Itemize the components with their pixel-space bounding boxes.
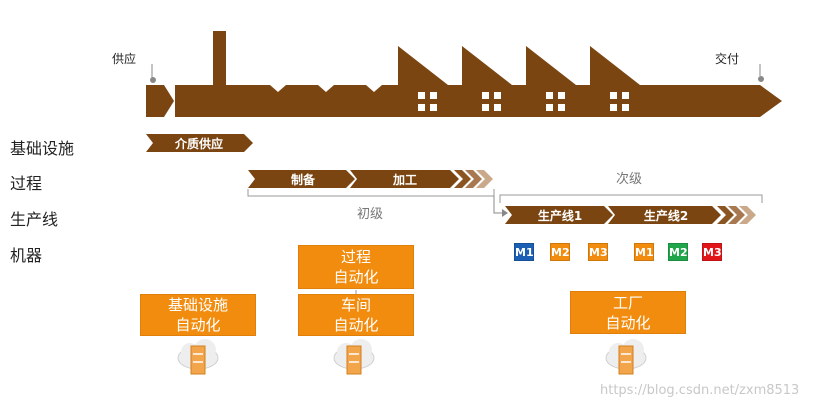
cloud-server-icon <box>177 339 219 375</box>
factory-silhouette <box>175 31 782 117</box>
material-supply-arrow <box>146 134 253 152</box>
row-label-process: 过程 <box>10 174 43 193</box>
supply-marker <box>150 64 156 83</box>
watermark: https://blog.csdn.net/zxm8513 <box>600 383 800 398</box>
process-continuation-chevrons <box>454 170 493 188</box>
machine-chip-label: M2 <box>669 246 688 259</box>
line-2-arrow <box>608 206 721 224</box>
box-line: 自动化 <box>333 316 379 334</box>
box-line: 自动化 <box>333 268 379 286</box>
delivery-marker <box>758 64 764 82</box>
cloud-server-icon <box>333 339 375 375</box>
secondary-bracket <box>499 194 763 203</box>
box-line: 工厂 <box>612 293 643 312</box>
connector-arrowhead <box>502 209 508 217</box>
infrastructure-automation-box: 基础设施 自动化 <box>140 294 256 336</box>
box-line: 自动化 <box>605 313 651 332</box>
line-continuation-chevrons <box>717 206 756 224</box>
machine-chip: M2 <box>668 243 688 261</box>
processing-label: 加工 <box>392 172 417 187</box>
machine-chip-label: M1 <box>635 246 654 259</box>
line-1-arrow <box>505 206 613 224</box>
line-1-label: 生产线1 <box>538 208 582 223</box>
row-label-machine: 机器 <box>10 246 43 265</box>
workshop-automation-box: 车间 自动化 <box>298 294 414 336</box>
machine-chip-label: M3 <box>589 246 608 259</box>
primary-level-label: 初级 <box>357 207 384 222</box>
machine-chip: M3 <box>588 243 608 261</box>
machine-chip: M2 <box>550 243 570 261</box>
process-automation-box: 过程 自动化 <box>298 245 414 289</box>
machine-chip-label: M1 <box>515 246 534 259</box>
processing-arrow <box>350 170 459 188</box>
preparation-label: 制备 <box>291 172 316 187</box>
material-supply-label: 介质供应 <box>174 136 223 151</box>
box-line: 基础设施 <box>167 296 228 314</box>
box-line: 车间 <box>340 296 371 314</box>
process-to-line-connector <box>493 196 502 214</box>
box-line: 自动化 <box>175 316 221 334</box>
row-label-infrastructure: 基础设施 <box>10 139 75 158</box>
supply-label: 供应 <box>112 52 137 66</box>
factory-automation-box: 工厂 自动化 <box>570 291 686 334</box>
factory-windows <box>418 92 629 111</box>
secondary-level-label: 次级 <box>616 172 643 187</box>
line-2-label: 生产线2 <box>644 208 688 223</box>
machine-chip: M1 <box>634 243 654 261</box>
preparation-arrow <box>248 170 355 188</box>
delivery-label: 交付 <box>715 52 740 66</box>
machine-chip-label: M2 <box>551 246 570 259</box>
box-line: 过程 <box>340 248 371 266</box>
machine-chip: M1 <box>514 243 534 261</box>
primary-bracket <box>247 189 495 197</box>
machine-chip: M3 <box>702 243 722 261</box>
machine-chip-label: M3 <box>703 246 722 259</box>
row-label-production-line: 生产线 <box>10 210 59 229</box>
cloud-server-icon <box>605 339 647 375</box>
factory-entry-chevron <box>146 85 174 117</box>
